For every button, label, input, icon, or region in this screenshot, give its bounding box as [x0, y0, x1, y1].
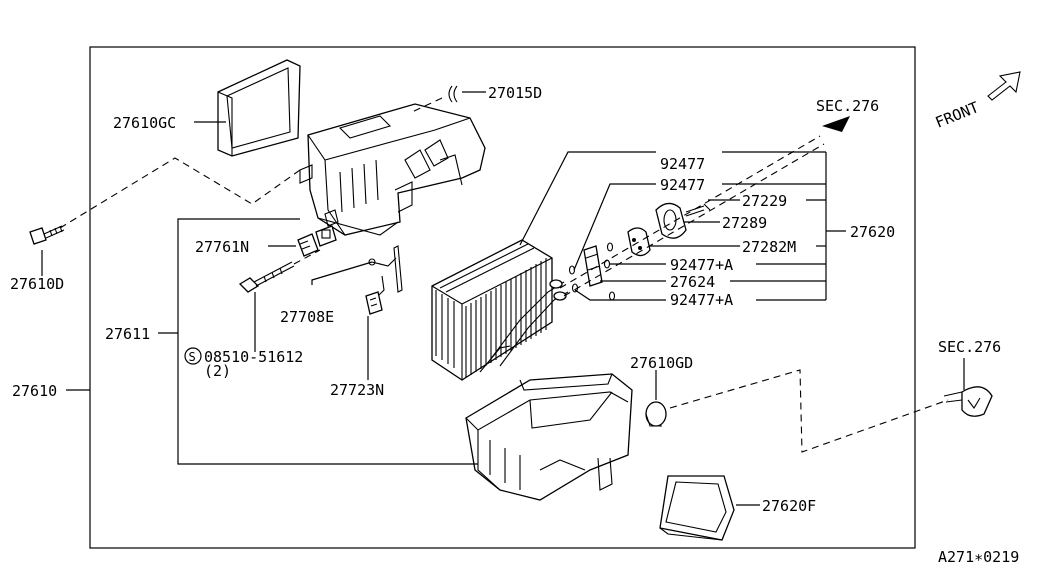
connector-sec276-right — [943, 386, 993, 417]
bolt-08510-51612 — [238, 249, 321, 293]
lower-case — [465, 373, 633, 501]
label-sec276-top: SEC.276 — [816, 97, 879, 115]
label-27723n: 27723N — [330, 381, 384, 399]
sec276-arrow-icon — [822, 116, 850, 132]
filter-27620f — [659, 475, 735, 541]
actuator-27761n — [297, 209, 339, 257]
grommet-27610gd — [645, 401, 667, 427]
label-92477a-1: 92477+A — [670, 256, 733, 274]
thermostat-assembly — [627, 202, 711, 257]
label-27761n: 27761N — [195, 238, 249, 256]
label-27610gd: 27610GD — [630, 354, 693, 372]
sec276-right-dash — [669, 369, 949, 453]
label-27015d: 27015D — [488, 84, 542, 102]
upper-case — [299, 103, 486, 236]
sec276-top-dash — [559, 135, 821, 289]
diagram-frame — [89, 46, 916, 549]
leader-27610d-dash — [59, 157, 301, 229]
label-27624: 27624 — [670, 273, 715, 291]
leader-lines — [41, 91, 965, 506]
label-s-symbol: S — [189, 350, 196, 364]
label-27289: 27289 — [722, 214, 767, 232]
evaporator-core — [431, 239, 569, 381]
label-08510-51612: 08510-51612 — [204, 348, 303, 366]
label-92477-b: 92477 — [660, 176, 705, 194]
label-92477-a: 92477 — [660, 155, 705, 173]
screw-27610d — [29, 225, 65, 245]
label-sec276-right: SEC.276 — [938, 338, 1001, 356]
label-27282m: 27282M — [742, 238, 796, 256]
s-circle-icon — [184, 347, 202, 365]
label-92477a-2: 92477+A — [670, 291, 733, 309]
connector-27723n — [365, 291, 383, 315]
label-27620f: 27620F — [762, 497, 816, 515]
sec276-top-dash2 — [563, 143, 825, 297]
front-arrow-icon — [987, 71, 1021, 101]
clip-27015d — [411, 85, 458, 113]
label-27229: 27229 — [742, 192, 787, 210]
label-27610gc: 27610GC — [113, 114, 176, 132]
label-27620: 27620 — [850, 223, 895, 241]
expansion-valve-27624 — [583, 245, 603, 287]
filter-27610gc — [217, 59, 301, 157]
label-27708e: 27708E — [280, 308, 334, 326]
label-27610d: 27610D — [10, 275, 64, 293]
label-27611: 27611 — [105, 325, 150, 343]
label-qty-2: (2) — [204, 362, 231, 380]
label-front: FRONT — [933, 98, 982, 132]
footer-code: A271∗0219 — [938, 548, 1019, 566]
label-27610: 27610 — [12, 382, 57, 400]
